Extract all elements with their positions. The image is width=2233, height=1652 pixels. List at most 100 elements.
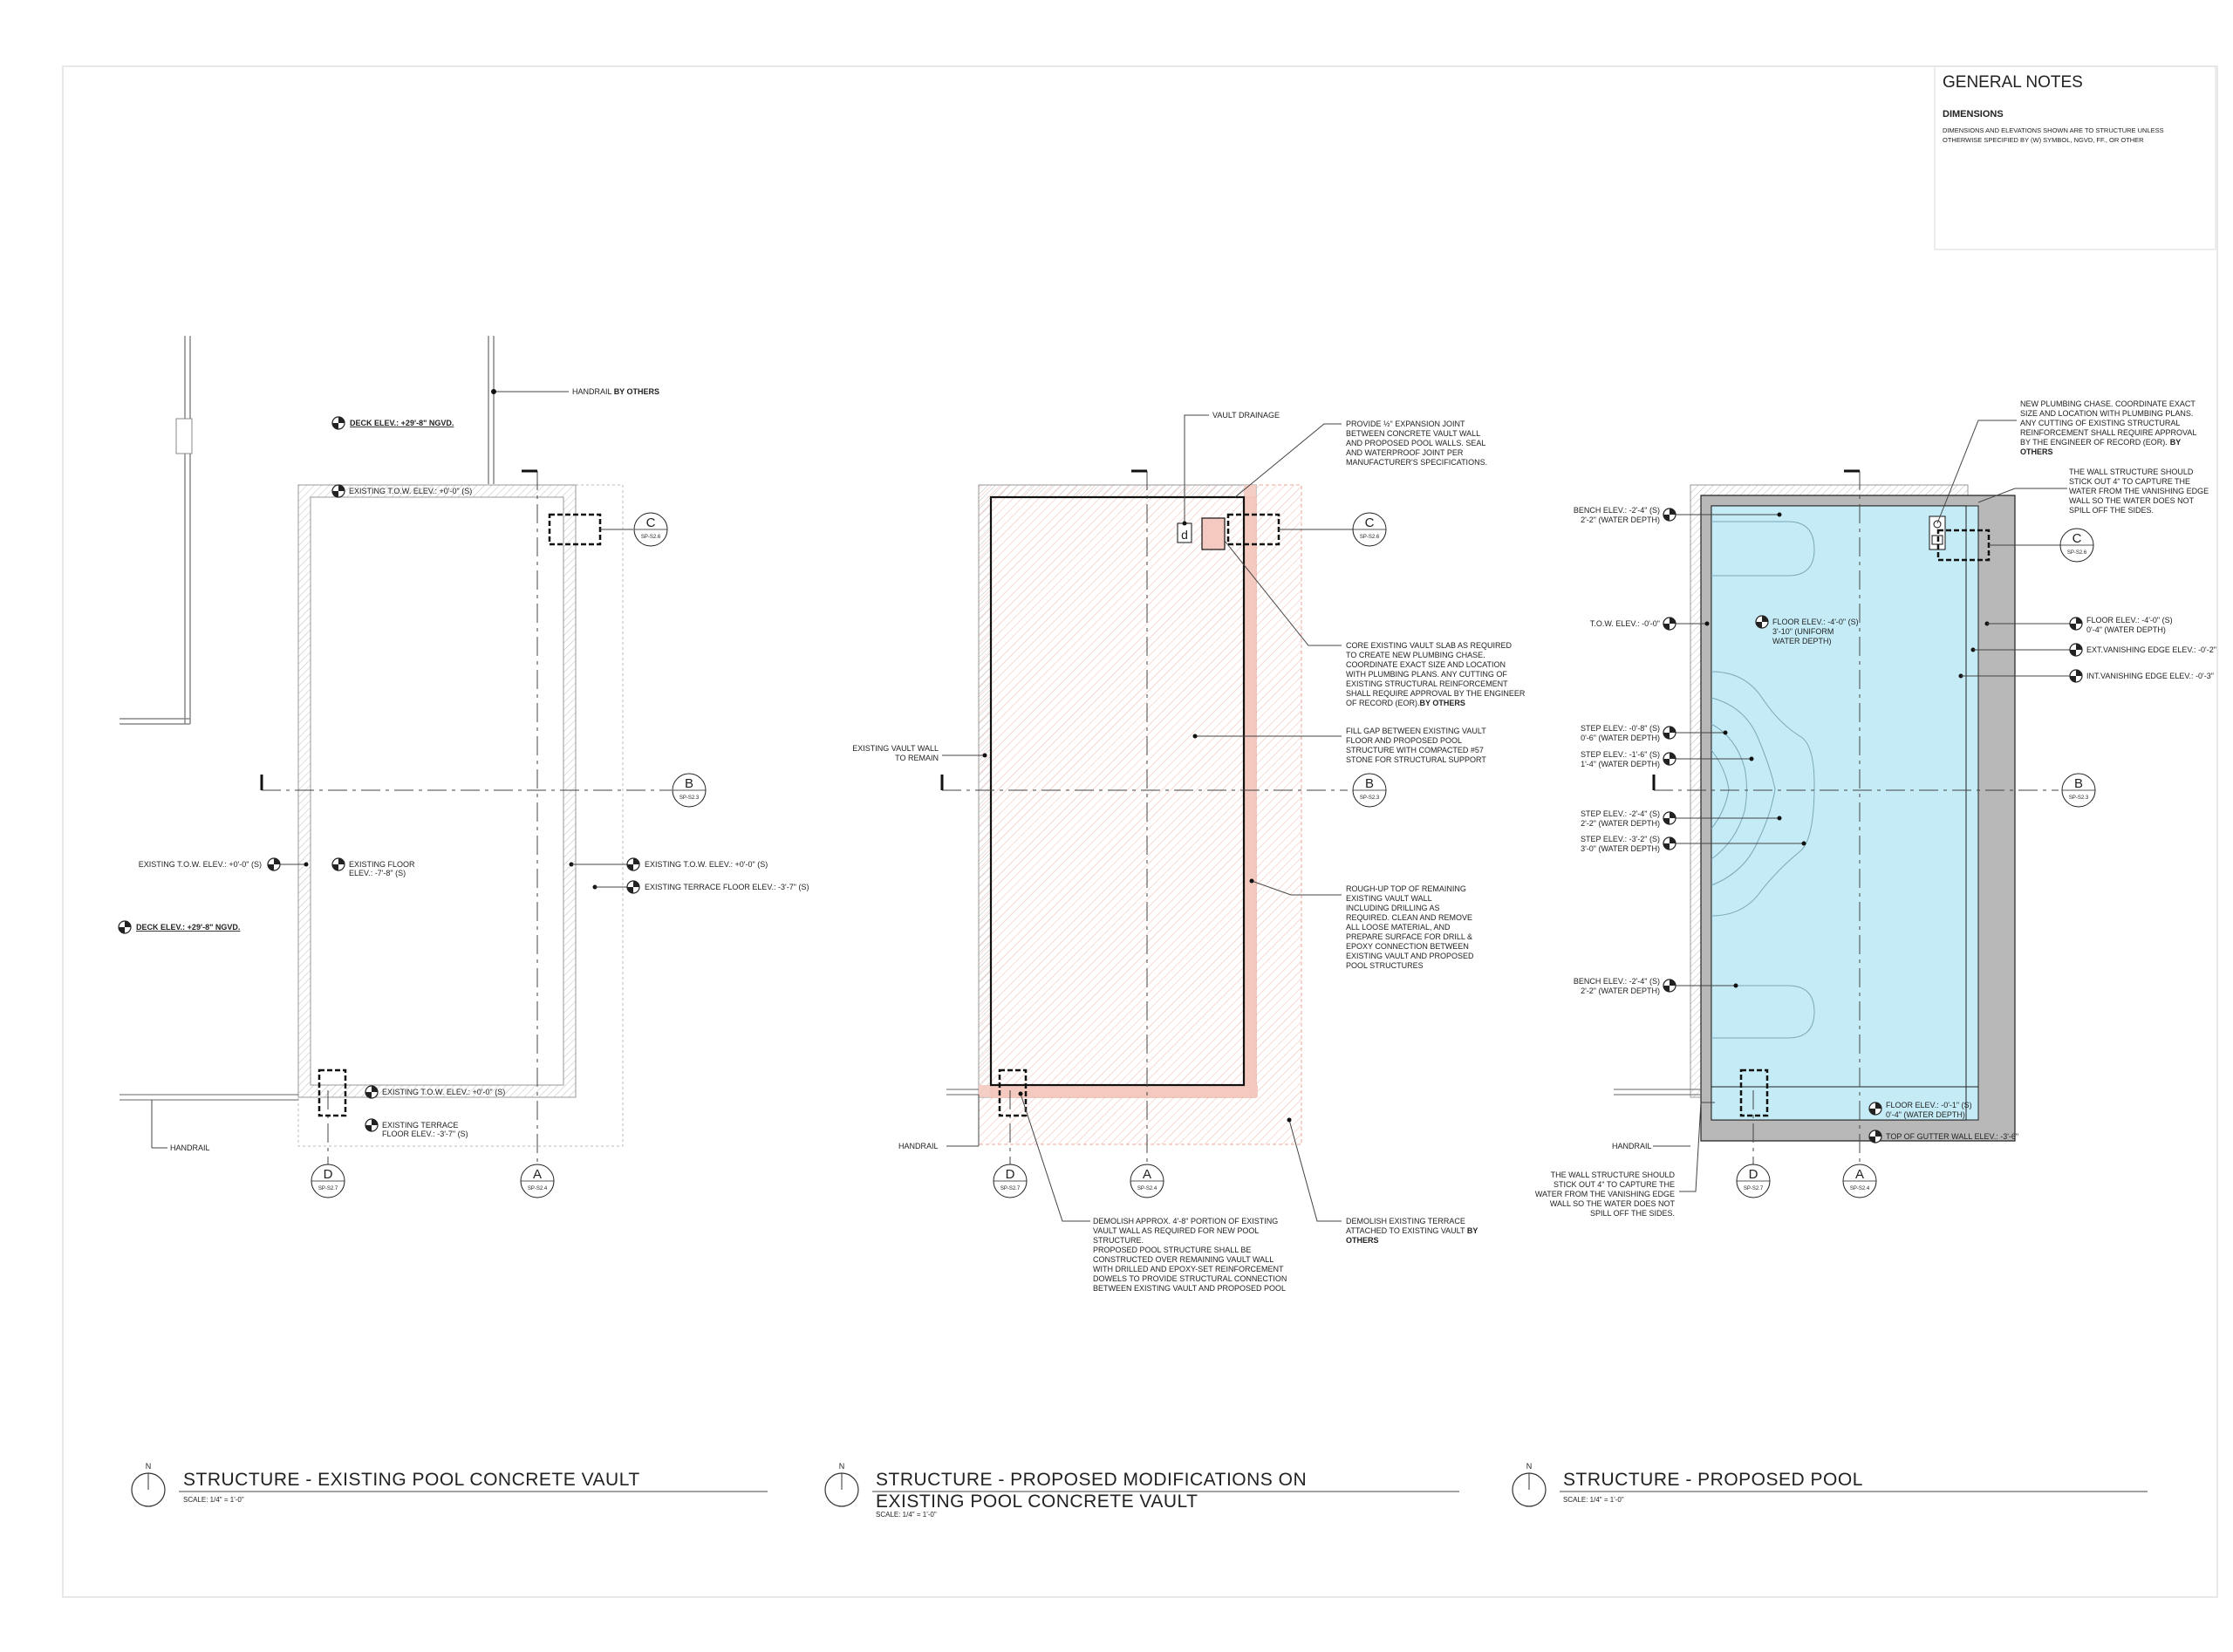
svg-text:EXISTING T.O.W. ELEV.: +0'-0": EXISTING T.O.W. ELEV.: +0'-0" (S) [645, 860, 768, 869]
svg-text:POOL STRUCTURES: POOL STRUCTURES [1346, 961, 1424, 970]
svg-text:DOWELS TO PROVIDE STRUCTURAL C: DOWELS TO PROVIDE STRUCTURAL CONNECTION [1093, 1274, 1287, 1283]
svg-text:BETWEEN CONCRETE VAULT WALL: BETWEEN CONCRETE VAULT WALL [1346, 429, 1480, 438]
svg-text:T.O.W. ELEV.: -0'-0": T.O.W. ELEV.: -0'-0" [1590, 619, 1660, 628]
general-notes-title: GENERAL NOTES [1943, 73, 2083, 92]
svg-text:A: A [1855, 1167, 1864, 1182]
svg-text:STICK OUT 4" TO CAPTURE THE: STICK OUT 4" TO CAPTURE THE [2069, 477, 2190, 486]
svg-text:SP-S2.4: SP-S2.4 [1850, 1186, 1870, 1191]
svg-text:STRUCTURE WITH COMPACTED #57: STRUCTURE WITH COMPACTED #57 [1346, 746, 1484, 754]
svg-text:ROUGH-UP TOP OF REMAINING: ROUGH-UP TOP OF REMAINING [1346, 884, 1466, 893]
grid-bubble-a: A SP-S2.4 [520, 1164, 555, 1198]
svg-text:WITH DRILLED AND EPOXY-SET REI: WITH DRILLED AND EPOXY-SET REINFORCEMENT [1093, 1265, 1284, 1273]
view-title-1: N STRUCTURE - EXISTING POOL CONCRETE VAU… [131, 1462, 768, 1507]
svg-text:3'-10" (UNIFORM: 3'-10" (UNIFORM [1772, 627, 1834, 636]
view-title-2: N STRUCTURE - PROPOSED MODIFICATIONS ON … [824, 1462, 1459, 1519]
svg-text:C: C [2073, 531, 2082, 546]
grid-bubble-d-3: D SP-S2.7 [1736, 1164, 1771, 1198]
svg-text:BENCH ELEV.: -2'-4" (S): BENCH ELEV.: -2'-4" (S) [1574, 977, 1660, 986]
svg-text:SCALE: 1/4" = 1'-0": SCALE: 1/4" = 1'-0" [876, 1511, 937, 1519]
svg-text:EXISTING STRUCTURAL REINFORCEM: EXISTING STRUCTURAL REINFORCEMENT [1346, 679, 1508, 688]
grid-bubble-a-3: A SP-S2.4 [1842, 1164, 1877, 1198]
svg-text:CORE EXISTING VAULT SLAB AS RE: CORE EXISTING VAULT SLAB AS REQUIRED [1346, 641, 1513, 650]
svg-text:STEP ELEV.: -1'-6" (S): STEP ELEV.: -1'-6" (S) [1581, 750, 1660, 759]
svg-text:HANDRAIL: HANDRAIL [1612, 1142, 1652, 1150]
sheet-border [62, 65, 2218, 1598]
svg-text:VAULT DRAINAGE: VAULT DRAINAGE [1212, 411, 1280, 420]
svg-text:ANY CUTTING OF EXISTING STRUCT: ANY CUTTING OF EXISTING STRUCTURAL [2020, 419, 2180, 427]
plan-proposed-modifications: d C SP-S2.6 B SP-S2.3 A SP-S2.4 [852, 411, 1526, 1293]
svg-text:N: N [1526, 1462, 1533, 1471]
svg-text:SIZE AND LOCATION WITH PLUMBIN: SIZE AND LOCATION WITH PLUMBING PLANS. [2020, 409, 2193, 418]
svg-text:HANDRAIL: HANDRAIL [170, 1143, 210, 1152]
svg-text:PROVIDE ½" EXPANSION JOINT: PROVIDE ½" EXPANSION JOINT [1346, 420, 1465, 428]
svg-text:BETWEEN EXISTING VAULT AND PRO: BETWEEN EXISTING VAULT AND PROPOSED POOL [1093, 1284, 1286, 1293]
svg-text:A: A [533, 1167, 542, 1182]
svg-text:STICK OUT 4" TO CAPTURE THE: STICK OUT 4" TO CAPTURE THE [1554, 1180, 1675, 1189]
grid-bubble-c-2: C SP-S2.6 [1279, 512, 1387, 547]
svg-text:SCALE: 1/4" = 1'-0": SCALE: 1/4" = 1'-0" [1563, 1496, 1624, 1504]
svg-text:DEMOLISH APPROX. 4'-8" PORTION: DEMOLISH APPROX. 4'-8" PORTION OF EXISTI… [1093, 1217, 1278, 1225]
general-notes-line-2: OTHERWISE SPECIFIED BY (W) SYMBOL, NGVD,… [1943, 136, 2144, 144]
svg-text:EXT.VANISHING EDGE ELEV.: -0'-: EXT.VANISHING EDGE ELEV.: -0'-2" [2086, 645, 2216, 654]
svg-text:THE WALL STRUCTURE SHOULD: THE WALL STRUCTURE SHOULD [2069, 468, 2194, 476]
svg-text:OTHERS: OTHERS [2020, 447, 2053, 456]
svg-text:SP-S2.7: SP-S2.7 [1000, 1186, 1021, 1191]
grid-bubble-d-2: D SP-S2.7 [993, 1164, 1028, 1198]
svg-text:EXISTING TERRACE: EXISTING TERRACE [382, 1121, 458, 1130]
svg-text:2'-2" (WATER DEPTH): 2'-2" (WATER DEPTH) [1581, 986, 1660, 995]
svg-text:SP-S2.3: SP-S2.3 [2069, 795, 2089, 801]
svg-text:SPILL OFF THE SIDES.: SPILL OFF THE SIDES. [2069, 506, 2154, 515]
svg-text:SP-S2.6: SP-S2.6 [2067, 550, 2087, 556]
svg-text:SP-S2.3: SP-S2.3 [679, 795, 700, 801]
svg-text:2'-2" (WATER DEPTH): 2'-2" (WATER DEPTH) [1581, 515, 1660, 524]
svg-text:STEP ELEV.: -3'-2" (S): STEP ELEV.: -3'-2" (S) [1581, 835, 1660, 843]
svg-text:A: A [1143, 1167, 1151, 1182]
svg-text:FLOOR ELEV.: -0'-1" (S): FLOOR ELEV.: -0'-1" (S) [1886, 1101, 1972, 1109]
grid-bubble-b-3: B SP-S2.3 [2061, 773, 2096, 808]
grid-bubble-c-3: C SP-S2.6 [1989, 528, 2094, 563]
svg-text:VAULT WALL AS REQUIRED FOR NE: VAULT WALL AS REQUIRED FOR NEW POOL [1093, 1226, 1259, 1235]
svg-text:SHALL REQUIRE APPROVAL BY THE: SHALL REQUIRE APPROVAL BY THE ENGINEER [1346, 689, 1526, 698]
svg-text:BY THE ENGINEER OF RECORD (EOR: BY THE ENGINEER OF RECORD (EOR).BY [2020, 438, 2181, 447]
svg-text:SP-S2.7: SP-S2.7 [1744, 1186, 1764, 1191]
svg-text:2'-2" (WATER DEPTH): 2'-2" (WATER DEPTH) [1581, 819, 1660, 828]
svg-text:EXISTING VAULT WALL: EXISTING VAULT WALL [1346, 894, 1432, 903]
svg-text:MANUFACTURER'S SPECIFICATIONS.: MANUFACTURER'S SPECIFICATIONS. [1346, 458, 1487, 467]
svg-text:COORDINATE EXACT SIZE AND LOCA: COORDINATE EXACT SIZE AND LOCATION [1346, 660, 1506, 669]
svg-text:AND PROPOSED POOL WALLS. SEAL: AND PROPOSED POOL WALLS. SEAL [1346, 439, 1485, 447]
svg-text:INT.VANISHING EDGE ELEV.: -0'-: INT.VANISHING EDGE ELEV.: -0'-3" [2086, 672, 2214, 680]
deck-elev-label-top: DECK ELEV.: +29'-8" NGVD. [350, 419, 454, 427]
svg-text:0'-6" (WATER DEPTH): 0'-6" (WATER DEPTH) [1581, 734, 1660, 742]
svg-text:B: B [2074, 776, 2083, 791]
svg-text:N: N [146, 1462, 152, 1471]
view-title-text: STRUCTURE - EXISTING POOL CONCRETE VAULT [183, 1470, 640, 1490]
svg-text:D: D [1749, 1167, 1758, 1182]
svg-text:FLOOR ELEV.: -4'-0" (S): FLOOR ELEV.: -4'-0" (S) [2086, 616, 2173, 625]
svg-text:ATTACHED TO EXISTING VAULT BY: ATTACHED TO EXISTING VAULT BY [1346, 1226, 1478, 1235]
view-title-3: N STRUCTURE - PROPOSED POOL SCALE: 1/4" … [1512, 1462, 2148, 1507]
svg-text:D: D [324, 1167, 333, 1182]
svg-text:CONSTRUCTED OVER REMAINING VAU: CONSTRUCTED OVER REMAINING VAULT WALL [1093, 1255, 1274, 1264]
grid-bubble-c: C SP-S2.6 [600, 512, 668, 547]
svg-text:d: d [1181, 528, 1188, 542]
svg-text:N: N [839, 1462, 845, 1471]
grid-bubble-b: B SP-S2.3 [672, 773, 707, 808]
plan-existing-vault: C SP-S2.6 B SP-S2.3 A SP-S2.4 D SP-S2.7 … [118, 336, 809, 1198]
svg-text:SP-S2.3: SP-S2.3 [1360, 795, 1380, 801]
svg-text:FILL GAP BETWEEN EXISTING VAUL: FILL GAP BETWEEN EXISTING VAULT [1346, 727, 1486, 735]
general-notes-panel: GENERAL NOTES DIMENSIONS DIMENSIONS AND … [1934, 65, 2216, 250]
svg-text:FLOOR ELEV.: -4'-0" (S): FLOOR ELEV.: -4'-0" (S) [1772, 618, 1859, 626]
svg-text:SP-S2.6: SP-S2.6 [1360, 535, 1380, 540]
svg-text:EXISTING FLOOR: EXISTING FLOOR [349, 860, 415, 869]
svg-text:EXISTING TERRACE FLOOR ELEV.:: EXISTING TERRACE FLOOR ELEV.: -3'-7" (S) [645, 883, 809, 891]
svg-text:WATER FROM THE VANISHING EDGE: WATER FROM THE VANISHING EDGE [2069, 487, 2209, 495]
svg-text:STRUCTURE.: STRUCTURE. [1093, 1236, 1144, 1245]
svg-text:C: C [1365, 515, 1375, 530]
svg-text:WALL SO THE WATER DOES NOT: WALL SO THE WATER DOES NOT [2069, 496, 2195, 505]
svg-text:0'-4" (WATER DEPTH): 0'-4" (WATER DEPTH) [1886, 1110, 1965, 1119]
svg-text:DEMOLISH EXISTING TERRACE: DEMOLISH EXISTING TERRACE [1346, 1217, 1465, 1225]
grid-bubble-d: D SP-S2.7 [311, 1164, 345, 1198]
svg-text:SP-S2.4: SP-S2.4 [1137, 1186, 1157, 1191]
svg-text:EXISTING T.O.W. ELEV.: +0'-0": EXISTING T.O.W. ELEV.: +0'-0" (S) [349, 487, 472, 495]
